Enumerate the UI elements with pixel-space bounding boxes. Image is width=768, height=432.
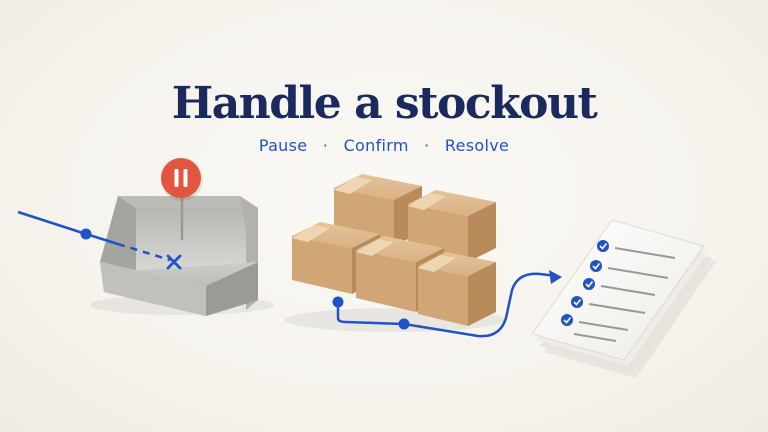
step-pause: Pause xyxy=(258,136,308,155)
step-separator: · xyxy=(424,136,430,155)
inventory-boxes xyxy=(285,174,505,332)
step-list: Pause · Confirm · Resolve xyxy=(0,136,768,155)
check-icon xyxy=(571,296,583,308)
x-icon xyxy=(166,254,182,270)
resolution-path xyxy=(332,270,562,338)
list-line xyxy=(614,247,676,259)
step-separator: · xyxy=(322,136,329,155)
list-line xyxy=(588,303,646,314)
arrow-head-icon xyxy=(549,270,562,284)
interrupted-path xyxy=(17,210,171,262)
pause-icon xyxy=(161,158,203,201)
box xyxy=(418,252,496,326)
check-icon xyxy=(597,240,609,252)
step-confirm: Confirm xyxy=(343,136,409,155)
page-title: Handle a stockout xyxy=(171,78,598,129)
list-line xyxy=(578,321,629,331)
check-icon xyxy=(561,314,573,326)
list-line xyxy=(573,333,617,342)
step-resolve: Resolve xyxy=(444,136,510,155)
checklist-document xyxy=(531,219,716,378)
empty-bin xyxy=(90,196,274,316)
list-line xyxy=(607,267,669,279)
check-icon xyxy=(590,260,602,272)
check-icon xyxy=(583,278,595,290)
list-line xyxy=(600,285,656,296)
